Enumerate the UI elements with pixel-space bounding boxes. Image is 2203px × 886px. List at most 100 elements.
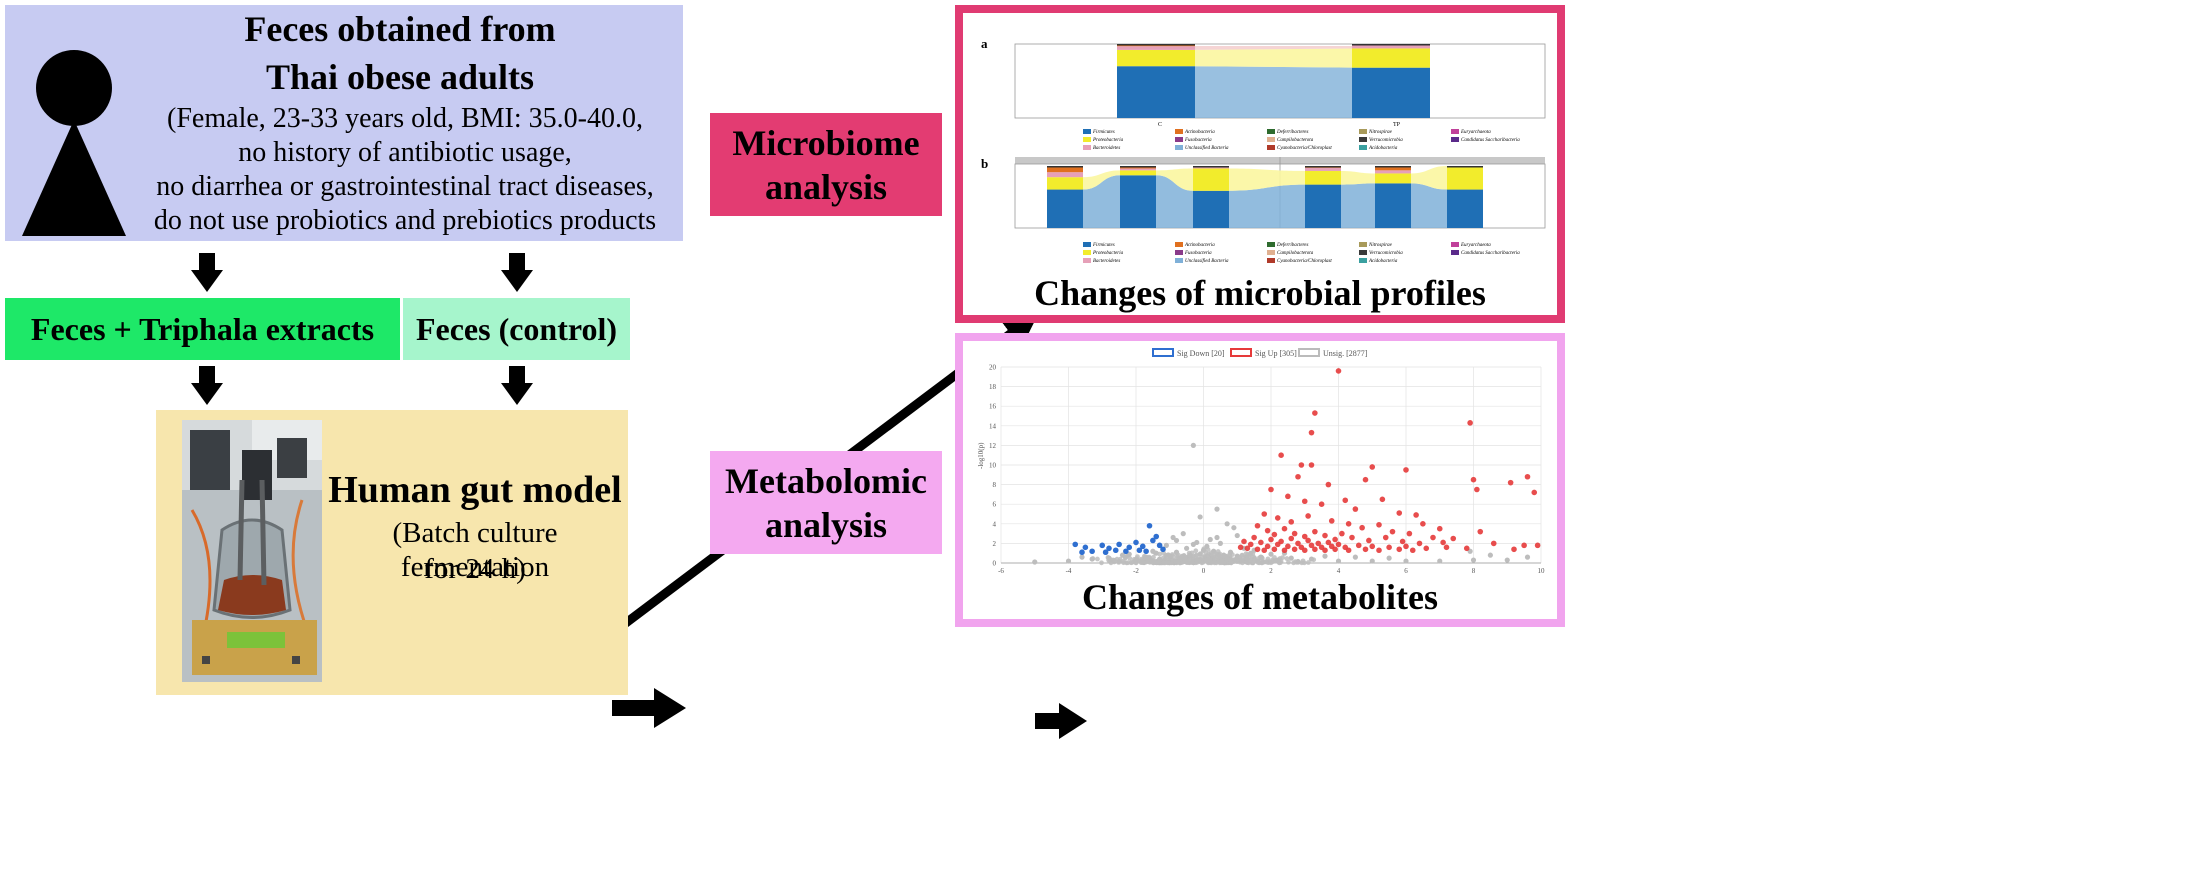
up-point-11 bbox=[1470, 476, 1477, 483]
unsig-point-25 bbox=[1234, 553, 1240, 559]
unsig-point-50 bbox=[1437, 558, 1443, 564]
a-flow-proteobacteria bbox=[1195, 48, 1352, 68]
unsig-point-52 bbox=[1504, 557, 1510, 563]
legend-swatch-7 bbox=[1267, 137, 1275, 142]
down-point-13 bbox=[1136, 547, 1143, 554]
a-bar-0-cap bbox=[1117, 44, 1195, 46]
panel-a-group-c: C bbox=[1158, 122, 1162, 128]
up-point-20 bbox=[1318, 501, 1325, 507]
person-icon bbox=[22, 50, 126, 236]
unsig-point-40 bbox=[1065, 558, 1072, 564]
legend-label-9: Candidatus Saccharibacteria bbox=[1461, 251, 1520, 256]
up-point-19 bbox=[1301, 498, 1308, 505]
b-flow-firmicutes-2 bbox=[1229, 184, 1305, 228]
up-point-41 bbox=[1521, 542, 1527, 549]
b-flow-firmicutes-3 bbox=[1341, 183, 1375, 228]
unsig-cloud-point bbox=[1173, 558, 1178, 564]
unsig-point-44 bbox=[1116, 558, 1122, 565]
unsig-cloud-point bbox=[1190, 559, 1196, 565]
up-point-62 bbox=[1258, 539, 1264, 546]
unsig-point-24 bbox=[1167, 553, 1173, 559]
unsig-point-65 bbox=[1173, 537, 1180, 544]
fermenter-photo bbox=[182, 420, 322, 682]
up-point-56 bbox=[1399, 538, 1406, 545]
up-point-66 bbox=[1278, 538, 1284, 545]
up-point-63 bbox=[1264, 543, 1271, 550]
control-treatment-box: Feces (control) bbox=[403, 298, 630, 360]
down-point-12 bbox=[1089, 548, 1095, 555]
unsig-point-3 bbox=[1231, 525, 1237, 531]
volcano-ylabel: -log10(p) bbox=[977, 442, 985, 469]
legend-label-11: Unclassified Bacteria bbox=[1185, 259, 1229, 264]
microbiome-label-line1: Microbiome bbox=[732, 122, 920, 163]
unsig-cloud-point bbox=[1263, 559, 1269, 565]
unsig-point-43 bbox=[1254, 558, 1261, 564]
legend-label-1: Actinobacteria bbox=[1184, 243, 1215, 248]
b-bar-3-firmicutes bbox=[1305, 184, 1341, 228]
legend-label-4: Euryarchaeota bbox=[1460, 130, 1491, 135]
b-flow-proteobacteria-3 bbox=[1341, 170, 1375, 185]
unsig-point-15 bbox=[1173, 549, 1180, 555]
unsig-cloud-point bbox=[1141, 560, 1147, 566]
up-point-77 bbox=[1335, 541, 1342, 548]
panel-a-label: a bbox=[981, 36, 988, 51]
up-point-27 bbox=[1436, 525, 1443, 532]
b-bar-1-firmicutes bbox=[1120, 175, 1156, 228]
b-flow-proteobacteria-1 bbox=[1156, 168, 1193, 191]
up-point-18 bbox=[1285, 493, 1291, 500]
up-point-94 bbox=[1312, 546, 1318, 553]
metabolomic-label-line1: Metabolomic bbox=[725, 460, 927, 501]
panel-b-bars bbox=[1047, 166, 1483, 228]
up-point-54 bbox=[1366, 537, 1372, 544]
legend-swatch-1 bbox=[1175, 129, 1183, 134]
up-point-23 bbox=[1379, 496, 1386, 503]
up-point-21 bbox=[1342, 497, 1349, 504]
legend-label-12: Cyanobacteria/Chloroplast bbox=[1277, 146, 1332, 151]
b-bar-1-proteobacteria bbox=[1120, 170, 1156, 176]
unsig-cloud-point bbox=[1270, 559, 1276, 564]
microbiome-analysis-box: Microbiome analysis bbox=[710, 113, 942, 216]
unsig-point-42 bbox=[1146, 558, 1153, 564]
b-bar-3-cap bbox=[1305, 166, 1341, 168]
y-tick-20: 20 bbox=[989, 364, 997, 372]
up-point-1 bbox=[1312, 410, 1318, 416]
unsig-point-57 bbox=[1079, 554, 1085, 560]
unsig-point-59 bbox=[1119, 552, 1126, 558]
unsig-cloud-point bbox=[1112, 557, 1117, 563]
up-point-72 bbox=[1308, 542, 1315, 549]
up-point-37 bbox=[1406, 530, 1413, 537]
up-point-50 bbox=[1322, 532, 1328, 539]
unsig-cloud-point bbox=[1099, 560, 1104, 566]
b-flow-proteobacteria-0 bbox=[1083, 170, 1120, 190]
unsig-cloud-point bbox=[1193, 548, 1199, 554]
a-flow-other bbox=[1195, 46, 1352, 50]
unsig-point-62 bbox=[1204, 543, 1210, 549]
up-point-34 bbox=[1359, 524, 1365, 531]
a-bar-1-firmicutes bbox=[1352, 67, 1430, 118]
a-bar-0-proteobacteria bbox=[1117, 49, 1195, 67]
up-point-71 bbox=[1305, 537, 1311, 544]
unsig-point-4 bbox=[1180, 531, 1186, 537]
legend-swatch-0 bbox=[1083, 242, 1091, 247]
unsig-point-64 bbox=[1214, 534, 1220, 541]
arrow-source-to-control bbox=[501, 253, 533, 292]
unsig-point-33 bbox=[1308, 556, 1315, 562]
b-bar-0-cap bbox=[1047, 166, 1083, 168]
unsig-point-22 bbox=[1221, 552, 1227, 558]
criteria-line-1: (Female, 23-33 years old, BMI: 35.0-40.0… bbox=[167, 103, 643, 134]
arrow-control-to-model bbox=[501, 366, 533, 405]
volcano-points bbox=[1032, 368, 1541, 566]
legend-label-4: Euryarchaeota bbox=[1460, 243, 1491, 248]
unsig-cloud-point bbox=[1228, 560, 1234, 566]
arrow-model-to-metabolomic bbox=[612, 688, 686, 728]
a-bar-1-proteobacteria bbox=[1352, 48, 1430, 68]
up-point-15 bbox=[1531, 489, 1538, 496]
legend-label-6: Fusobacteria bbox=[1184, 251, 1212, 256]
legend-label-3: Nitrospirae bbox=[1368, 130, 1393, 135]
down-point-8 bbox=[1146, 522, 1153, 529]
up-point-31 bbox=[1305, 513, 1311, 519]
unsig-point-9 bbox=[1217, 540, 1223, 546]
up-point-79 bbox=[1355, 542, 1362, 549]
down-point-16 bbox=[1102, 549, 1109, 556]
